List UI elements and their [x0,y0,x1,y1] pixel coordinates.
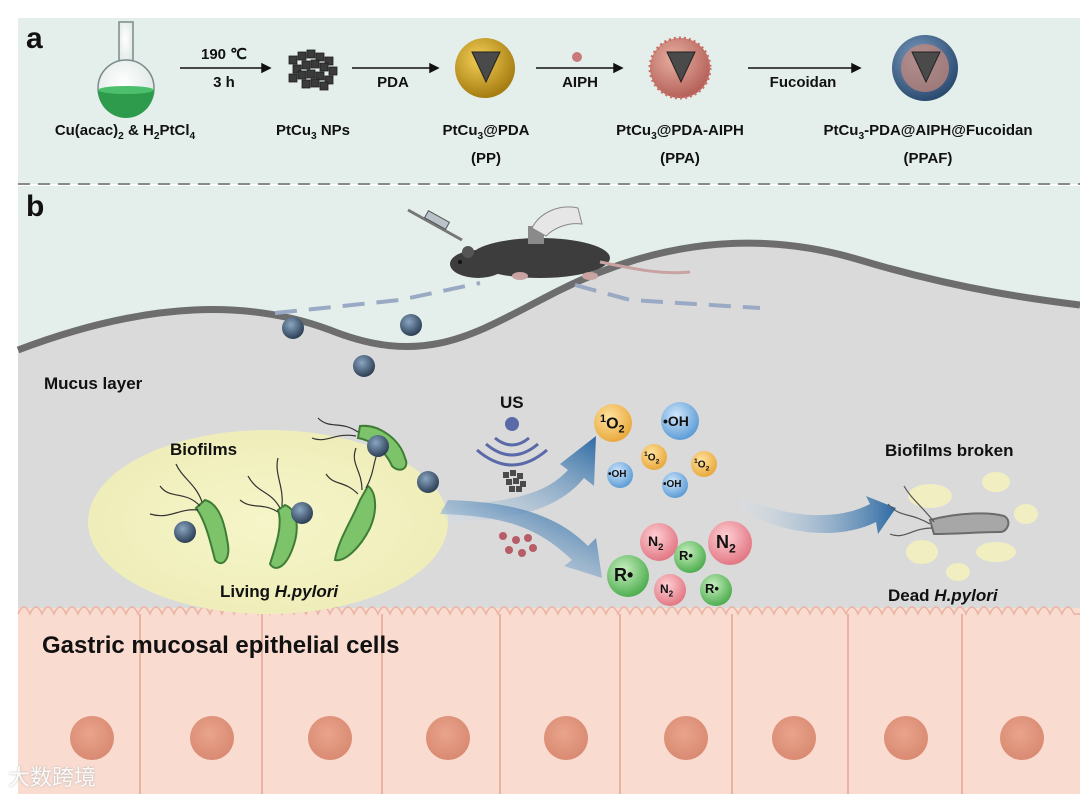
biofilm-disruption-arrow [740,496,896,534]
mucus-layer-label: Mucus layer [44,374,143,393]
bacterium-icon [194,498,230,565]
cell-nucleus [70,716,114,760]
ptcu3-nanoparticle-cluster-icon [288,49,338,91]
nitrogen-label: N2 [648,533,664,553]
reactants-label: Cu(acac)2 & H2PtCl4 [54,122,196,142]
ppaf-particle-icon [892,35,958,101]
syringe-icon [407,208,463,242]
dead-bacterium-icon [887,485,1010,537]
singlet-oxygen-small-label: 1O2 [644,451,660,466]
ppaf-label: PtCu3-PDA@AIPH@Fucoidan(PPAF) [823,122,1033,167]
synthesis-arrows [180,62,862,74]
pda-reagent-label: PDA [377,74,409,91]
watermark: 大数跨境 [8,766,97,791]
nitrogen-large [708,521,752,565]
ppa-label: PtCu3@PDA-AIPH(PPA) [616,122,744,167]
ppaf-nanoparticle-icon [174,521,196,543]
pp-label: PtCu3@PDA(PP) [442,122,530,167]
epithelial-cells-label: Gastric mucosal epithelial cells [42,632,400,659]
ppa-particle-icon [572,36,712,100]
dead-hpylori-label: Dead H.pylori [888,586,998,605]
aiph-reagent-label: AIPH [562,74,598,91]
mouse-with-ultrasound-icon [407,206,691,280]
singlet-oxygen-large [594,404,632,442]
broken-biofilm-fragments [906,472,1038,581]
alkyl-radical [700,574,732,606]
hydroxyl-radical-small [607,462,633,488]
ppaf-nanoparticle-icon [417,471,439,493]
nitrogen-small [654,574,686,606]
ppaf-nanoparticle-icon [282,317,304,339]
panel-label-b: b [26,190,45,223]
ultrasound-waves-icon [476,417,548,467]
reaction-time-label: 3 h [213,74,235,91]
cell-nuclei [70,716,1044,760]
radical-large-label: R• [614,565,634,585]
biofilm-region [88,430,448,614]
radical-small-label: R• [705,581,719,596]
hydroxyl-radical-small [662,472,688,498]
ultrasound-beam-outline [274,281,761,315]
radical-generation-arrow [440,500,602,578]
alkyl-radical [674,541,706,573]
cell-nucleus [1000,716,1044,760]
ultrasound-label: US [500,393,524,412]
alkyl-radical-large [607,555,649,597]
ptcu3-cluster-small-icon [503,470,526,492]
ppaf-nanoparticle-icon [400,314,422,336]
aiph-molecule-icon [572,52,582,62]
singlet-oxygen-small-label: 1O2 [694,458,710,473]
cell-nucleus [664,716,708,760]
ptcu3-nps-label: PtCu3 NPs [275,122,351,142]
nitrogen-large [640,523,678,561]
hydroxyl-small-label: •OH [608,469,627,480]
radical-label: R• [679,548,693,563]
mucus-surface-line [16,239,1080,354]
fucoidan-reagent-label: Fucoidan [769,74,837,91]
pp-particle-icon [455,38,515,98]
aiph-molecules-icon [499,532,537,557]
panel-label-a: a [26,22,43,55]
hydroxyl-label: •OH [663,413,689,429]
cell-nucleus [884,716,928,760]
nitrogen-small-label: N2 [660,582,674,599]
hydroxyl-radical-large [661,402,699,440]
reactive-species [594,402,752,606]
singlet-oxygen-label: 1O2 [600,413,625,436]
reaction-temperature-label: 190 ℃ [200,46,248,63]
hydroxyl-small-label: •OH [663,479,682,490]
nitrogen-large-label: N2 [716,532,736,556]
biofilms-broken-label: Biofilms broken [885,441,1014,460]
cell-nucleus [426,716,470,760]
ppaf-nanoparticles-in-mucus [174,314,439,543]
ppaf-nanoparticle-icon [353,355,375,377]
cell-nucleus [544,716,588,760]
bacteria-flagella [149,417,383,517]
singlet-oxygen-small [691,451,717,477]
singlet-oxygen-small [641,444,667,470]
biofilms-label: Biofilms [170,440,238,459]
ppaf-nanoparticle-icon [367,435,389,457]
living-hpylori-label: Living H.pylori [220,582,339,601]
round-bottom-flask-icon [97,21,155,118]
cell-nucleus [772,716,816,760]
bacterium-icon [268,503,298,569]
ppaf-nanoparticle-icon [291,502,313,524]
bacterium-icon [333,484,376,562]
cell-nucleus [308,716,352,760]
cell-nucleus [190,716,234,760]
